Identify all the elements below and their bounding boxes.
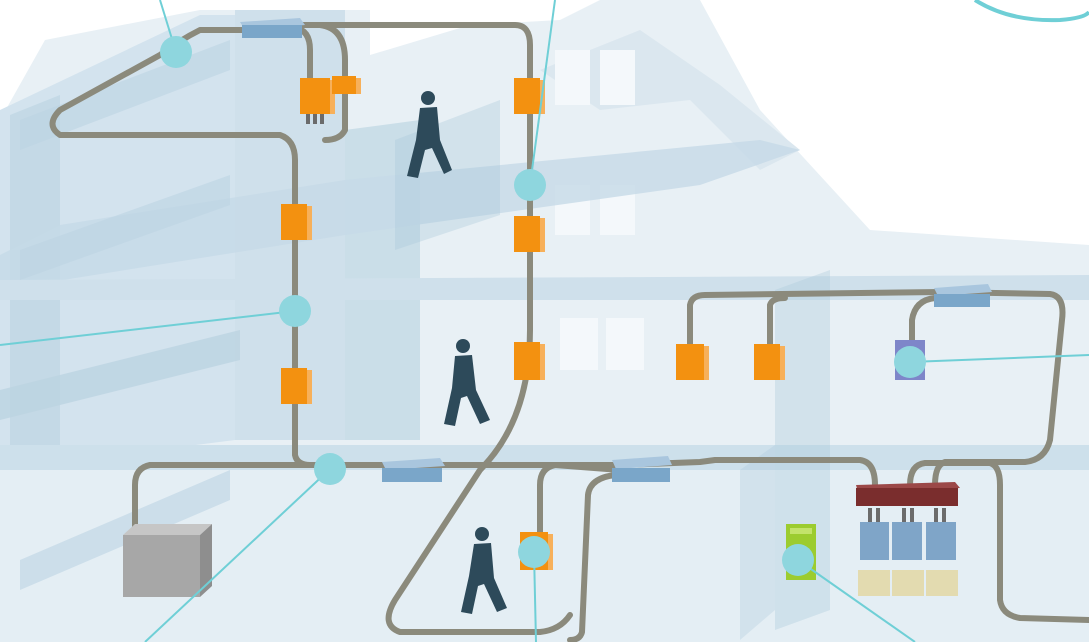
device-top-2 bbox=[332, 76, 361, 94]
callout-line bbox=[144, 468, 331, 642]
cable-middle-branch bbox=[767, 295, 788, 348]
device-right-upper bbox=[514, 216, 545, 252]
cable-ground-down bbox=[537, 462, 623, 543]
switch-middle-floor bbox=[934, 284, 992, 307]
callout-dot bbox=[160, 36, 192, 68]
switch-ground-left bbox=[382, 458, 445, 482]
callout-dot bbox=[894, 346, 926, 378]
callout-line bbox=[909, 354, 1089, 363]
person-walking-ground-floor bbox=[461, 527, 507, 614]
cable-ground-left bbox=[132, 462, 313, 538]
rack-panels bbox=[860, 508, 956, 560]
cable-rack-right bbox=[907, 460, 1089, 623]
cable-top-branch-2 bbox=[317, 22, 348, 143]
window bbox=[600, 50, 635, 105]
cable-ground-down-2 bbox=[567, 472, 618, 642]
callout-dot bbox=[514, 169, 546, 201]
window bbox=[606, 318, 644, 370]
stair-strip bbox=[20, 175, 230, 280]
access-points bbox=[281, 76, 785, 570]
device-top-1 bbox=[300, 78, 335, 124]
person-walking-middle-floor bbox=[444, 339, 490, 426]
device-right-middle bbox=[514, 342, 545, 380]
switch-ground-mid bbox=[612, 456, 672, 482]
person-walking-top-floor bbox=[407, 91, 452, 178]
server-cabinet bbox=[123, 524, 212, 597]
stair-strip bbox=[20, 470, 230, 590]
device-middle-floor-1 bbox=[676, 344, 709, 380]
floor-slab-middle-shadow bbox=[0, 330, 240, 420]
callout-dot bbox=[279, 295, 311, 327]
cable-top-right bbox=[287, 22, 573, 635]
server-rack bbox=[856, 482, 960, 596]
callout-dot bbox=[782, 544, 814, 576]
callout-dot bbox=[518, 536, 550, 568]
device-middle-floor-2 bbox=[754, 344, 785, 380]
network-switches bbox=[240, 18, 992, 482]
cable-middle-branch-2 bbox=[909, 295, 938, 348]
callout-dot bbox=[314, 453, 346, 485]
cable-ground-mid bbox=[392, 457, 878, 488]
callout-bubble-partial bbox=[973, 0, 1089, 23]
callout-line bbox=[529, 0, 556, 186]
ups-units bbox=[858, 570, 958, 596]
glass-partition bbox=[740, 445, 775, 640]
window bbox=[560, 318, 598, 370]
window bbox=[555, 50, 590, 105]
device-left-middle bbox=[281, 368, 312, 404]
device-left-upper bbox=[281, 204, 312, 240]
callout-line bbox=[797, 559, 916, 642]
floor-slab-top bbox=[0, 140, 800, 290]
switch-top bbox=[240, 18, 305, 38]
callout-line bbox=[0, 310, 296, 346]
callout-dots bbox=[160, 36, 926, 576]
